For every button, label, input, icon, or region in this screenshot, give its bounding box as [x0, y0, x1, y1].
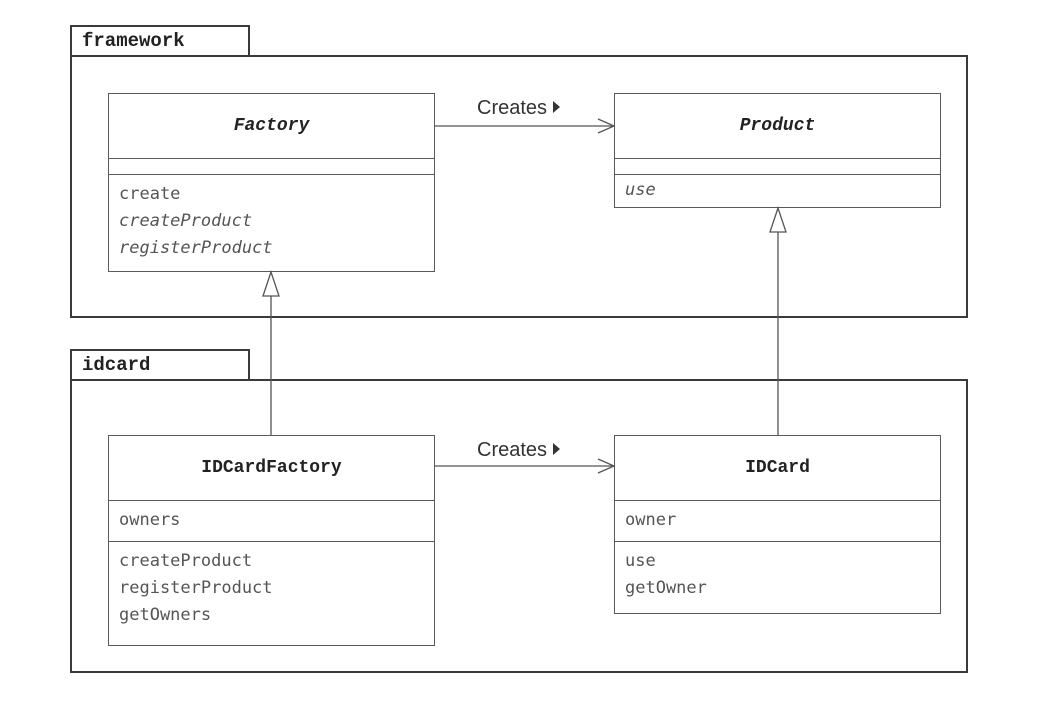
class-idcardfactory[interactable]: IDCardFactory owners createProduct regis…: [108, 435, 435, 646]
attribute: owners: [119, 510, 181, 530]
package-label: idcard: [82, 354, 151, 376]
direction-triangle-icon: [553, 443, 561, 455]
operation: createProduct: [119, 551, 253, 571]
class-operations: use getOwner: [615, 542, 940, 608]
class-idcard[interactable]: IDCard owner use getOwner: [614, 435, 941, 614]
class-name: IDCardFactory: [109, 436, 434, 501]
direction-triangle-icon: [553, 101, 561, 113]
package-tab-idcard: idcard: [70, 349, 250, 381]
package-idcard: [70, 379, 968, 673]
operation: getOwner: [625, 578, 707, 598]
package-tab-framework: framework: [70, 25, 250, 57]
class-operations: use: [615, 175, 940, 210]
association-label-factory-product: Creates: [477, 97, 561, 120]
class-factory[interactable]: Factory create createProduct registerPro…: [108, 93, 435, 272]
attribute: owner: [625, 510, 677, 530]
association-text: Creates: [477, 97, 548, 119]
association-text: Creates: [477, 439, 548, 461]
class-operations: create createProduct registerProduct: [109, 175, 434, 268]
class-attributes: [109, 159, 434, 175]
class-attributes: owner: [615, 501, 940, 542]
class-attributes: [615, 159, 940, 175]
class-attributes: owners: [109, 501, 434, 542]
class-name: Product: [615, 94, 940, 159]
operation: registerProduct: [119, 238, 273, 258]
operation: createProduct: [119, 211, 253, 231]
class-name: IDCard: [615, 436, 940, 501]
operation: registerProduct: [119, 578, 273, 598]
package-label: framework: [82, 30, 185, 52]
association-label-idcardfactory-idcard: Creates: [477, 439, 561, 462]
class-name: Factory: [109, 94, 434, 159]
operation: getOwners: [119, 605, 212, 625]
package-framework: [70, 55, 968, 318]
class-product[interactable]: Product use: [614, 93, 941, 208]
operation: use: [625, 551, 656, 571]
class-operations: createProduct registerProduct getOwners: [109, 542, 434, 635]
operation: create: [119, 184, 181, 204]
operation: use: [625, 180, 656, 200]
